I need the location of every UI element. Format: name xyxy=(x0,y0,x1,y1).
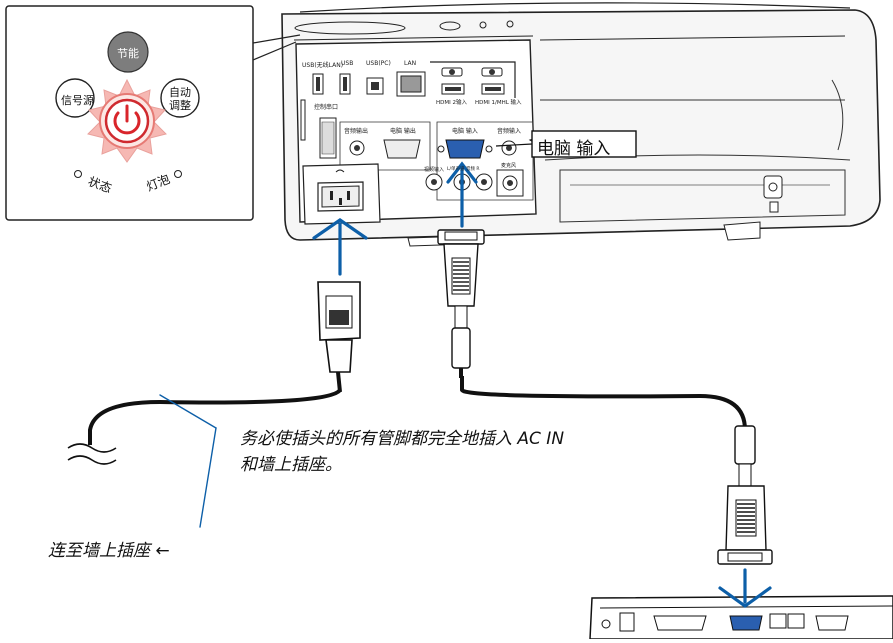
eco-label: 节能 xyxy=(117,47,139,60)
callout-box xyxy=(495,130,637,158)
port-lan-label: LAN xyxy=(404,60,417,67)
port-usb-wlan-label: USB(无线LAN) xyxy=(302,62,344,69)
source-button xyxy=(55,78,95,118)
port-control-label: 控制串口 xyxy=(314,104,339,111)
port-usb-pc-label: USB(PC) xyxy=(366,60,391,67)
callout-computer-in: 电脑 输入 xyxy=(537,139,611,159)
auto-adjust-button xyxy=(160,78,200,118)
control-panel-inset xyxy=(5,5,301,221)
auto-label-2: 调整 xyxy=(169,99,191,112)
eco-button xyxy=(107,31,149,73)
status-indicator xyxy=(74,170,82,178)
laptop xyxy=(589,595,893,640)
projector xyxy=(281,2,881,247)
wall-outlet-note: 连至墙上插座 ← xyxy=(48,541,170,561)
port-mic-label: 麦克风 xyxy=(501,163,517,169)
port-usb-label: USB xyxy=(341,60,354,67)
outlet-leader-line xyxy=(199,427,217,528)
port-hdmi2-label: HDMI 2输入 xyxy=(436,100,467,106)
plug-note-line2: 和墙上插座。 xyxy=(240,455,342,475)
plug-note-line1: 务必使插头的所有管脚都完全地插入 AC IN xyxy=(240,429,565,449)
port-audio-out-label: 音频输出 xyxy=(344,128,369,135)
port-audio-lr-label: L/单声道 音频 R xyxy=(447,167,480,172)
port-video-label: 视频输入 xyxy=(424,167,445,173)
port-hdmi1-label: HDMI 1/MHL 输入 xyxy=(475,100,522,106)
source-label: 信号源 xyxy=(61,94,94,107)
port-audio-in-label: 音频输入 xyxy=(497,128,522,135)
auto-label-1: 自动 xyxy=(169,86,191,99)
note-leader-line xyxy=(159,394,217,429)
connection-arrows xyxy=(159,161,772,608)
port-computer-in-label: 电脑 输入 xyxy=(452,128,478,135)
port-computer-out-label: 电脑 输出 xyxy=(390,128,416,135)
lamp-indicator xyxy=(174,170,182,178)
vga-cable xyxy=(437,229,773,565)
